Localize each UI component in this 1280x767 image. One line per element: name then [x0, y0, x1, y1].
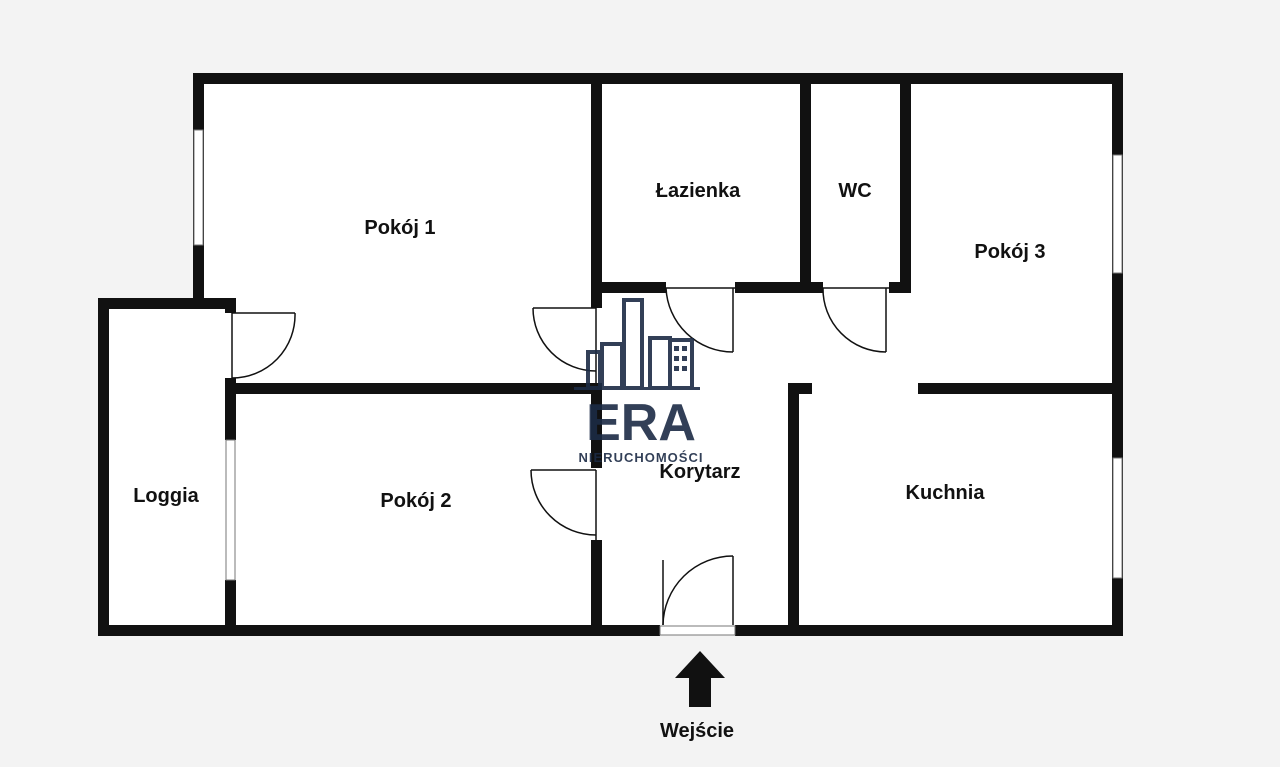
door-lazienka	[665, 287, 735, 353]
label-lazienka: Łazienka	[656, 180, 741, 202]
room-floors	[100, 78, 1120, 633]
window-pokoj1	[193, 129, 204, 246]
label-pokoj1: Pokój 1	[364, 217, 435, 239]
era-tagline: NIERUCHOMOŚCI	[579, 450, 704, 465]
window-kuchnia	[1112, 457, 1123, 579]
label-korytarz: Korytarz	[659, 461, 740, 483]
doors	[231, 287, 889, 626]
windows	[193, 129, 1123, 636]
door-pokoj2	[530, 469, 597, 540]
entrance-arrow-icon	[675, 651, 725, 707]
door-entrance	[662, 555, 734, 626]
era-logo: ERA NIERUCHOMOŚCI	[574, 298, 704, 465]
window-loggia	[225, 439, 236, 581]
window-pokoj3	[1112, 154, 1123, 274]
entrance-door-gap	[659, 625, 736, 636]
door-wc	[822, 287, 889, 353]
label-wc: WC	[838, 180, 871, 202]
era-brand: ERA	[586, 394, 696, 452]
door-pokoj1	[532, 307, 597, 383]
label-loggia: Loggia	[133, 485, 199, 507]
label-kuchnia: Kuchnia	[906, 482, 986, 504]
label-pokoj3: Pokój 3	[974, 241, 1045, 263]
door-loggia	[231, 312, 296, 379]
room-labels: Pokój 1 Łazienka WC Pokój 3 Loggia Pokój…	[133, 180, 1045, 742]
entrance-label: Wejście	[660, 720, 734, 742]
label-pokoj2: Pokój 2	[380, 490, 451, 512]
